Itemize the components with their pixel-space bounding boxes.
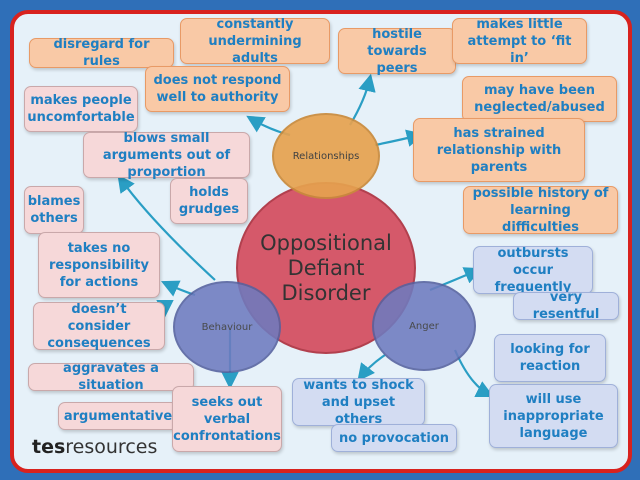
list-item: possible history of learning difficultie… xyxy=(463,186,618,235)
relationships-circle: Relationships xyxy=(272,113,380,199)
anger-label: Anger xyxy=(409,320,439,332)
logo-suffix: resources xyxy=(65,436,158,458)
behaviour-label: Behaviour xyxy=(201,321,253,333)
list-item: makes little attempt to ‘fit in’ xyxy=(452,17,587,66)
anger-circle: Anger xyxy=(372,281,476,371)
list-item: wants to shock and upset others xyxy=(292,378,425,427)
tes-resources-logo: tesresources xyxy=(32,436,157,458)
list-item: disregard for rules xyxy=(29,37,174,69)
list-item: blows small arguments out of proportion xyxy=(83,131,250,180)
list-item: does not respond well to authority xyxy=(145,66,290,112)
list-item: seeks out verbal confrontations xyxy=(172,386,282,452)
list-item: makes people uncomfortable xyxy=(24,86,138,132)
behaviour-circle: Behaviour xyxy=(173,281,281,373)
relationships-label: Relationships xyxy=(292,150,360,162)
list-item: very resentful xyxy=(513,290,619,322)
list-item: outbursts occur frequently xyxy=(473,246,593,295)
list-item: looking for reaction xyxy=(494,334,606,382)
list-item: will use inappropriate language xyxy=(489,384,618,448)
list-item: hostile towards peers xyxy=(338,27,456,76)
list-item: aggravates a situation xyxy=(28,361,194,393)
center-title: Oppositional Defiant Disorder xyxy=(260,230,392,305)
list-item: has strained relationship with parents xyxy=(413,118,585,182)
logo-brand: tes xyxy=(32,436,66,458)
list-item: takes no responsibility for actions xyxy=(38,232,160,298)
list-item: blames others xyxy=(24,186,84,234)
list-item: holds grudges xyxy=(170,178,248,224)
list-item: constantly undermining adults xyxy=(180,17,330,66)
list-item: no provocation xyxy=(331,424,457,452)
list-item: may have been neglected/abused xyxy=(462,76,617,122)
list-item: doesn’t consider consequences xyxy=(33,302,165,351)
list-item: argumentative xyxy=(58,402,178,430)
